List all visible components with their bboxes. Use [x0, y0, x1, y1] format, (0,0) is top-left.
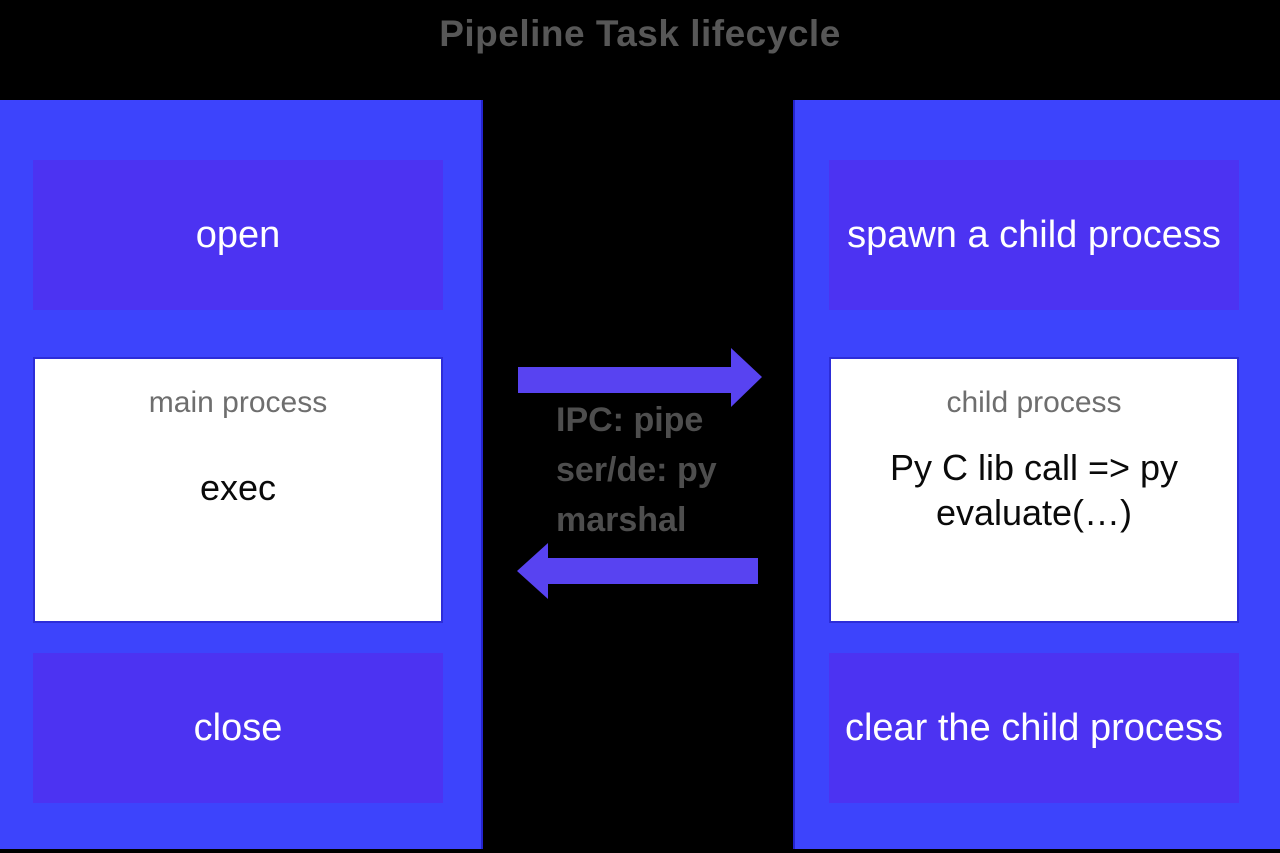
clear-child-step-box: clear the child process [829, 653, 1239, 803]
main-process-lane: open main process exec close [0, 100, 483, 849]
ipc-annotation: IPC: pipe ser/de: py marshal [556, 401, 717, 539]
ipc-left-arrow-icon [517, 543, 758, 599]
main-process-label: main process [148, 386, 328, 419]
arrow-head [731, 348, 762, 407]
close-step-box: close [33, 653, 443, 803]
diagram-title: Pipeline Task lifecycle [439, 13, 841, 54]
clear-child-step-label: clear the child process [844, 706, 1224, 749]
child-process-label: child process [946, 386, 1122, 419]
arrow-head [517, 543, 548, 599]
child-process-card: child process Py C lib call => py evalua… [829, 357, 1239, 623]
main-process-card: main process exec [33, 357, 443, 623]
close-step-label: close [193, 706, 283, 749]
open-step-box: open [33, 160, 443, 310]
ipc-right-arrow-icon [518, 348, 762, 407]
arrow-body [518, 367, 732, 393]
arrow-body [548, 558, 758, 584]
child-process-lane: spawn a child process child process Py C… [793, 100, 1280, 849]
spawn-child-step-label: spawn a child process [847, 213, 1221, 256]
open-step-label: open [195, 213, 281, 256]
py-call-step-text: Py C lib call => py evaluate(…) [889, 447, 1179, 533]
spawn-child-step-box: spawn a child process [829, 160, 1239, 310]
exec-step-text: exec [199, 467, 277, 508]
